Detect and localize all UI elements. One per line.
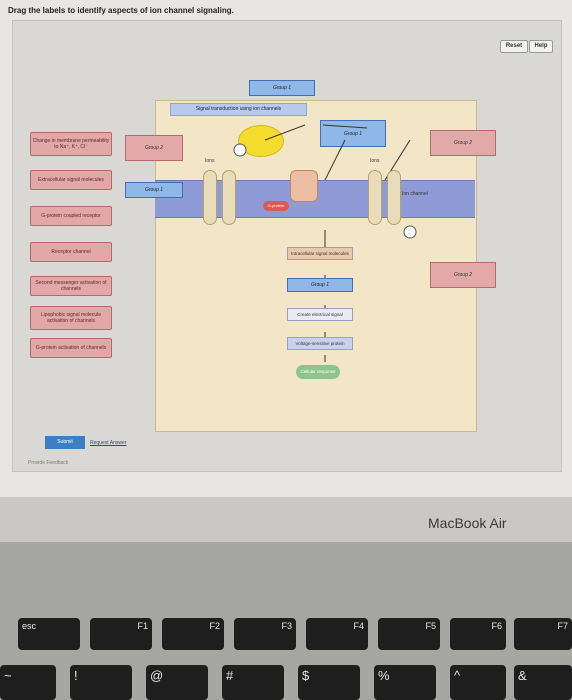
instruction-text: Drag the labels to identify aspects of i… — [8, 6, 234, 15]
submit-button[interactable]: Submit — [45, 436, 85, 449]
ions-label-left: Ions — [205, 158, 215, 164]
key-f5[interactable]: F5 — [378, 618, 440, 650]
drag-label-gpcr[interactable]: G-protein coupled receptor — [30, 206, 112, 226]
key-label: F3 — [281, 621, 292, 631]
drop-zone-label: Group 1 — [144, 187, 164, 193]
drop-zone-right-2[interactable]: Group 2 — [430, 130, 496, 156]
drop-zone-left-1[interactable]: Group 2 — [125, 135, 183, 161]
key-f7[interactable]: F7 — [514, 618, 572, 650]
key-label: F4 — [353, 621, 364, 631]
ion-channel-right-b — [387, 170, 401, 225]
key-f2[interactable]: F2 — [162, 618, 224, 650]
provide-feedback-link[interactable]: Provide Feedback — [28, 460, 69, 466]
key-f6[interactable]: F6 — [450, 618, 506, 650]
voltage-protein-box: Voltage-sensitive protein — [287, 337, 353, 350]
drag-label-second-messenger[interactable]: Second messenger activation of channels — [30, 276, 112, 296]
drop-zone-label: Group 1 — [310, 282, 330, 288]
key-label: F1 — [137, 621, 148, 631]
drag-label-extracellular-signal[interactable]: Extracellular signal molecules — [30, 170, 112, 190]
drop-zone-label: Group 2 — [144, 145, 164, 151]
diagram-arrows — [233, 124, 417, 362]
ion-channel-right-a — [368, 170, 382, 225]
g-protein-icon: G-protein — [263, 201, 289, 211]
key-4[interactable]: $ — [298, 665, 360, 700]
drop-zone-center[interactable]: Group 1 — [287, 278, 353, 292]
ion-channel-label: Ion channel — [402, 191, 428, 197]
receptor-protein — [290, 170, 318, 202]
drop-zone-label: Group 2 — [453, 140, 473, 146]
key-2[interactable]: @ — [146, 665, 208, 700]
key-3[interactable]: # — [222, 665, 284, 700]
drag-label-gprotein-activation[interactable]: G-protein activation of channels — [30, 338, 112, 358]
laptop-bezel — [0, 497, 572, 542]
drop-zone-right-3[interactable]: Group 2 — [430, 262, 496, 288]
key-label: F5 — [425, 621, 436, 631]
key-f4[interactable]: F4 — [306, 618, 368, 650]
intracellular-signal-box: Intracellular signal molecules — [287, 247, 353, 260]
key-1[interactable]: ! — [70, 665, 132, 700]
cellular-response-box: Cellular response — [296, 365, 340, 379]
drop-zone-left-2[interactable]: Group 1 — [125, 182, 183, 198]
key-label: F7 — [557, 621, 568, 631]
help-button[interactable]: Help — [529, 40, 553, 53]
key-5[interactable]: % — [374, 665, 436, 700]
drop-zone-label: Group 1 — [343, 130, 363, 137]
drop-zone-label: Group 1 — [272, 85, 292, 91]
laptop-screen: Drag the labels to identify aspects of i… — [0, 0, 572, 497]
ions-label-right: Ions — [370, 158, 380, 164]
key-f3[interactable]: F3 — [234, 618, 296, 650]
reset-button[interactable]: Reset — [500, 40, 528, 53]
key-label: F2 — [209, 621, 220, 631]
drop-zone-top[interactable]: Group 1 — [249, 80, 315, 96]
electrical-signal-box: Create electrical signal — [287, 308, 353, 321]
drag-label-receptor-channel[interactable]: Receptor channel — [30, 242, 112, 262]
key-label: F6 — [491, 621, 502, 631]
drag-label-lipophobic-signal[interactable]: Lipophobic signal molecule activation of… — [30, 306, 112, 330]
key-7[interactable]: & — [514, 665, 572, 700]
key-f1[interactable]: F1 — [90, 618, 152, 650]
drop-zone-label: Group 2 — [453, 272, 473, 278]
request-answer-link[interactable]: Request Answer — [90, 440, 127, 446]
drop-zone-right-1[interactable]: Group 1 — [320, 120, 386, 147]
ion-channel-left-b — [222, 170, 236, 225]
drag-label-membrane-permeability[interactable]: Change in membrane permeability to Na⁺, … — [30, 132, 112, 156]
ion-channel-left-a — [203, 170, 217, 225]
key-6[interactable]: ^ — [450, 665, 506, 700]
brand-label: MacBook Air — [428, 515, 507, 531]
diagram-title: Signal transduction using ion channels — [170, 103, 307, 116]
key-esc[interactable]: esc — [18, 618, 80, 650]
key-tilde[interactable]: ~ — [0, 665, 56, 700]
signal-molecule-icon — [238, 125, 284, 157]
